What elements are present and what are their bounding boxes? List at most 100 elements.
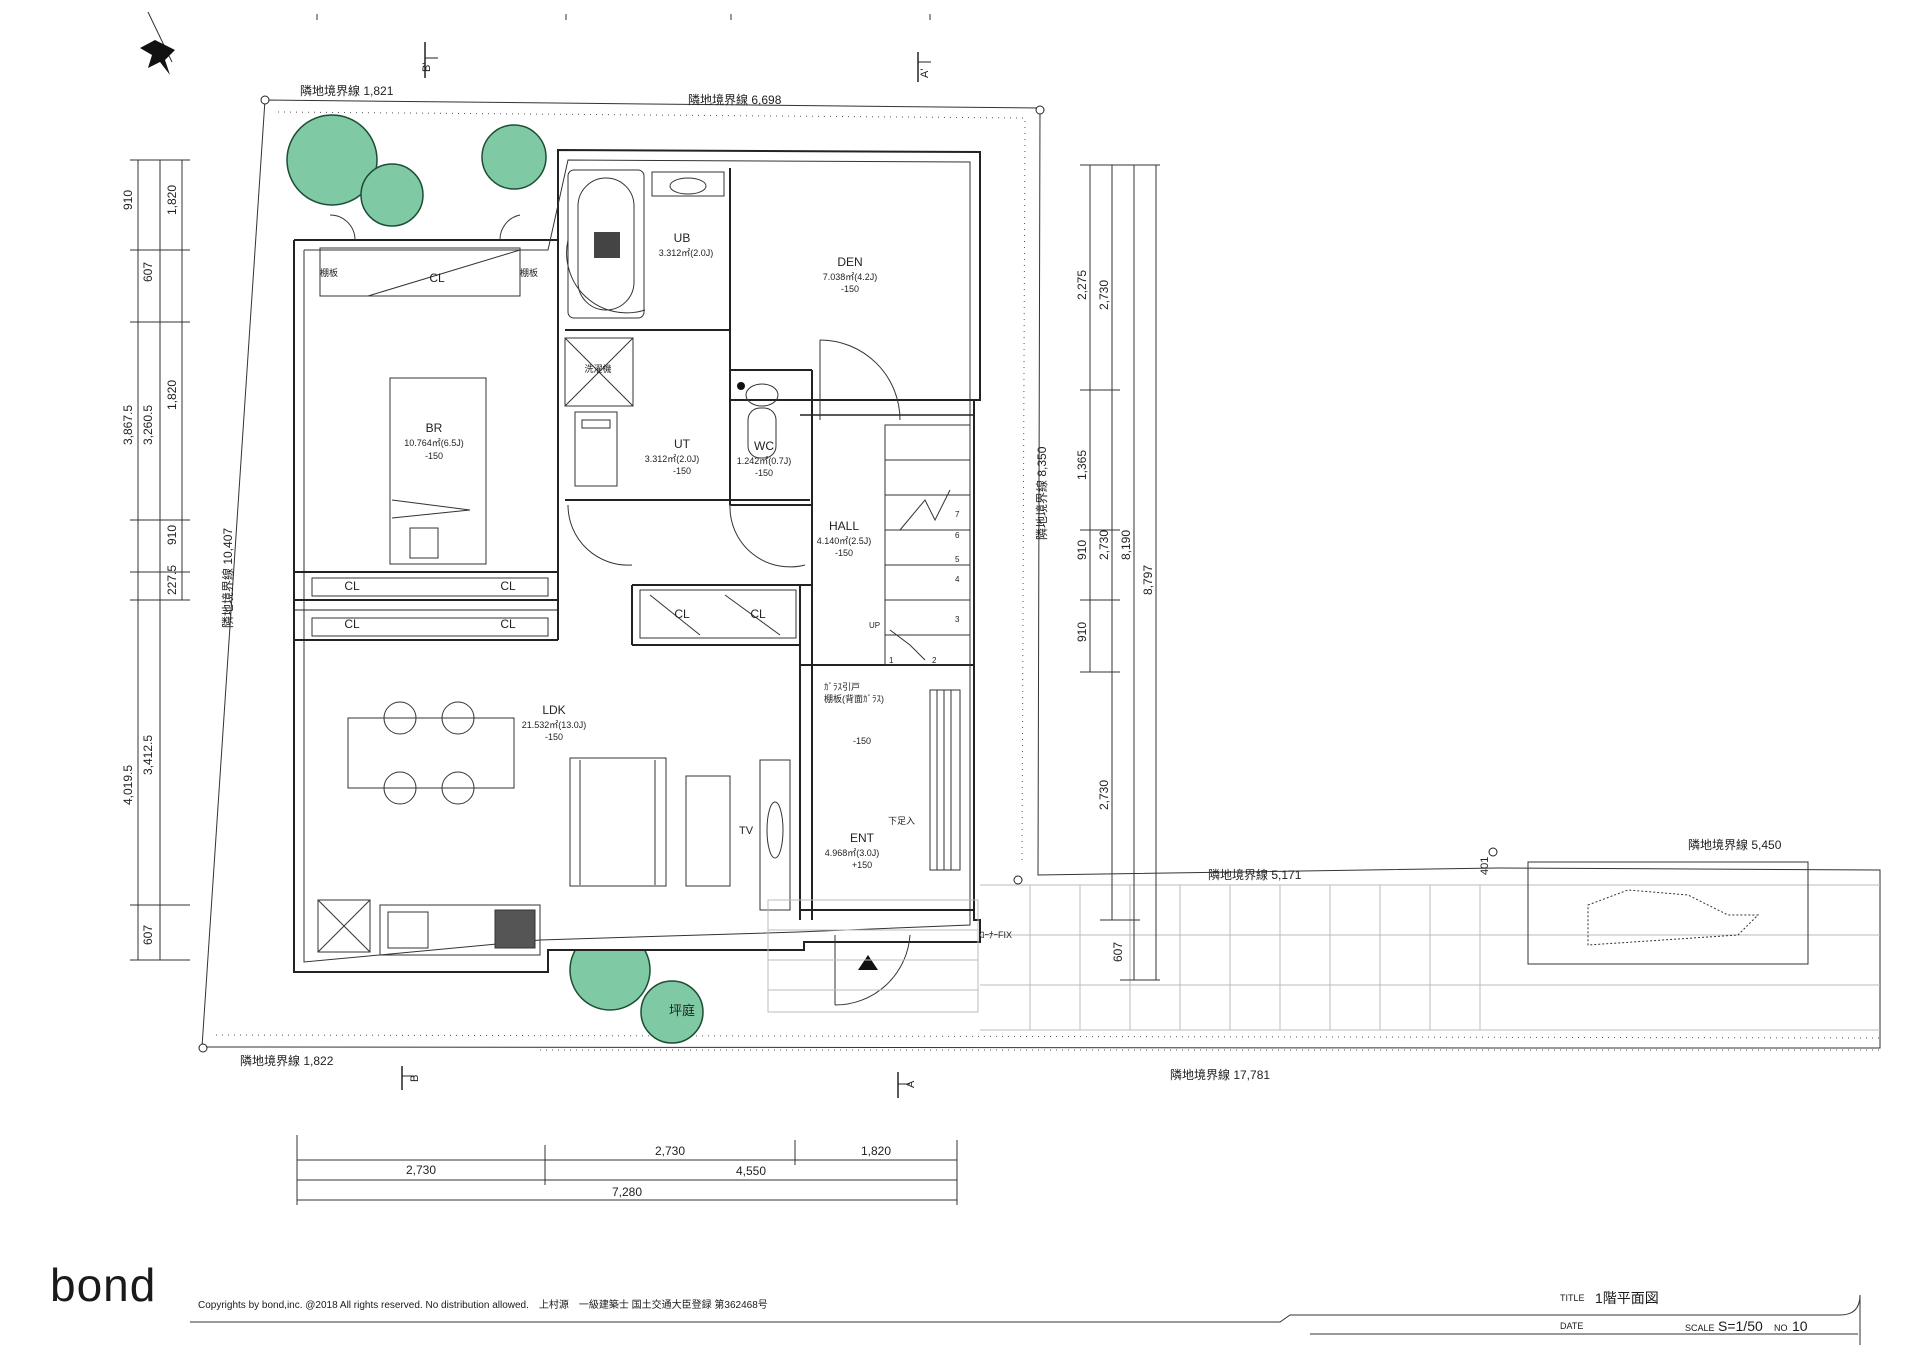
dimensions-right [1080,164,1160,981]
shelf-label-left: 棚板 [320,267,338,278]
stair-num-6: 6 [955,531,960,540]
room-den-level: -150 [841,284,859,294]
paving-grid [767,884,1880,1031]
svg-text:2,730: 2,730 [655,1144,685,1158]
svg-text:607: 607 [141,925,155,945]
room-hall-area: 4.140㎡(2.5J) [817,536,872,546]
north-arrow-icon [140,11,175,75]
boundary-bottom-right: 隣地境界線 17,781 [1170,1067,1270,1082]
washing-machine-icon [564,337,634,407]
svg-text:3,412.5: 3,412.5 [141,735,155,775]
tv-label: TV [739,825,754,837]
svg-text:4,550: 4,550 [736,1164,766,1178]
boundary-top-left: 隣地境界線 1,821 [300,83,394,98]
scale-label: SCALE [1685,1323,1715,1333]
room-hall-level: -150 [835,548,853,558]
room-ldk-name: LDK [542,703,565,717]
door-swings [329,214,911,1006]
svg-text:2,730: 2,730 [1097,280,1111,310]
number-label: NO [1774,1323,1788,1333]
shelf-label-right: 棚板 [520,267,538,278]
room-den-area: 7.038㎡(4.2J) [823,272,878,282]
room-den: DEN 7.038㎡(4.2J) -150 [823,255,878,294]
kitchen-counter [317,899,541,956]
stair-num-4: 4 [955,575,960,584]
closet-label-6: CL [750,607,766,621]
boundary-small: 401 [1479,857,1491,875]
room-ent-name: ENT [850,831,875,845]
boundary-far-right: 隣地境界線 5,450 [1688,837,1782,852]
room-ub-area: 3.312㎡(2.0J) [659,248,714,258]
staircase [884,424,971,666]
footer-frame [190,1294,1861,1345]
svg-text:910: 910 [1075,622,1089,642]
glass-door-label: ｶﾞﾗｽ引戸 [824,682,860,692]
brand-logo: bond [50,1259,157,1311]
room-hall-name: HALL [829,519,859,533]
stair-num-1: 1 [889,656,894,665]
sofa-icon [569,757,791,911]
title-label: TITLE [1560,1293,1585,1303]
svg-text:227.5: 227.5 [165,565,179,595]
boundary-top-right: 隣地境界線 6,698 [688,92,782,107]
dimensions-left [130,159,190,961]
closet-label-br: CL [429,271,445,285]
svg-text:2,730: 2,730 [1097,530,1111,560]
svg-text:8,797: 8,797 [1141,565,1155,595]
room-ent-level-upper: -150 [853,736,871,746]
title-block: TITLE 1階平面図 DATE SCALE S=1/50 NO 10 [1310,1283,1858,1335]
shelf-glass-label: 棚板(背面ｶﾞﾗｽ) [824,693,884,704]
svg-text:8,190: 8,190 [1119,530,1133,560]
room-ut: UT 3.312㎡(2.0J) -150 [645,437,700,476]
svg-text:910: 910 [165,525,179,545]
room-den-name: DEN [837,255,862,269]
section-marker-a-top: A' [917,52,931,82]
stair-num-5: 5 [955,555,960,564]
svg-text:2,730: 2,730 [1097,780,1111,810]
room-ut-name: UT [674,437,691,451]
building-walls [293,148,981,973]
svg-text:3,867.5: 3,867.5 [121,405,135,445]
stair-num-2: 2 [932,656,937,665]
room-ent: -150 ENT 4.968㎡(3.0J) +150 [825,736,880,870]
misc-labels: CL 棚板 棚板 CL CL CL CL CL CL 洗濯機 TV UP ｶﾞﾗ… [320,267,1012,1018]
site-boundary [198,95,1881,1053]
dimensions-bottom-labels: 2,730 1,820 2,730 4,550 7,280 [406,1144,891,1199]
section-marker-b-top: B' [421,42,438,78]
boundary-right: 隣地境界線 8,350 [1034,446,1049,540]
svg-text:1,820: 1,820 [165,380,179,410]
copyright-text: Copyrights by bond,inc. @2018 All rights… [198,1300,768,1311]
section-label-a-top: A' [919,69,931,78]
room-ldk: LDK 21.532㎡(13.0J) -150 [522,703,587,742]
scale-value: S=1/50 [1718,1318,1763,1334]
section-label-b-top: B' [421,63,433,72]
closets [311,247,797,639]
entrance-arrow-icon [858,955,878,970]
shoe-cabinet-label: 下足入 [888,816,915,826]
washing-machine-label: 洗濯機 [584,363,611,374]
section-label-a-bottom: A [905,1080,917,1088]
courtyard-label: 坪庭 [669,1003,695,1018]
dimensions-left-labels: 910 1,820 607 3,867.5 3,260.5 1,820 910 … [121,185,179,945]
section-marker-b-bottom: B [401,1066,421,1090]
room-ut-area: 3.312㎡(2.0J) [645,454,700,464]
stair-up-label: UP [869,621,880,630]
boundary-mid-right: 隣地境界線 5,171 [1208,867,1302,882]
corner-fix-label: ｺｰﾅｰFIX [980,930,1012,940]
number-value: 10 [1792,1318,1808,1334]
svg-text:3,260.5: 3,260.5 [141,405,155,445]
bathtub-icon [567,169,645,319]
room-wc: WC 1.242㎡(0.7J) -150 [737,439,792,478]
shoe-cabinet [929,689,961,871]
stair-num-7: 7 [955,510,960,519]
svg-text:1,820: 1,820 [861,1144,891,1158]
closet-label-4: CL [500,617,516,631]
room-wc-name: WC [754,439,774,453]
room-wc-area: 1.242㎡(0.7J) [737,456,792,466]
section-label-b-bottom: B [409,1075,421,1082]
room-wc-level: -150 [755,468,773,478]
room-ub-name: UB [674,231,691,245]
room-br-name: BR [426,421,443,435]
dimensions-bottom [296,1135,958,1205]
svg-text:1,365: 1,365 [1075,450,1089,480]
